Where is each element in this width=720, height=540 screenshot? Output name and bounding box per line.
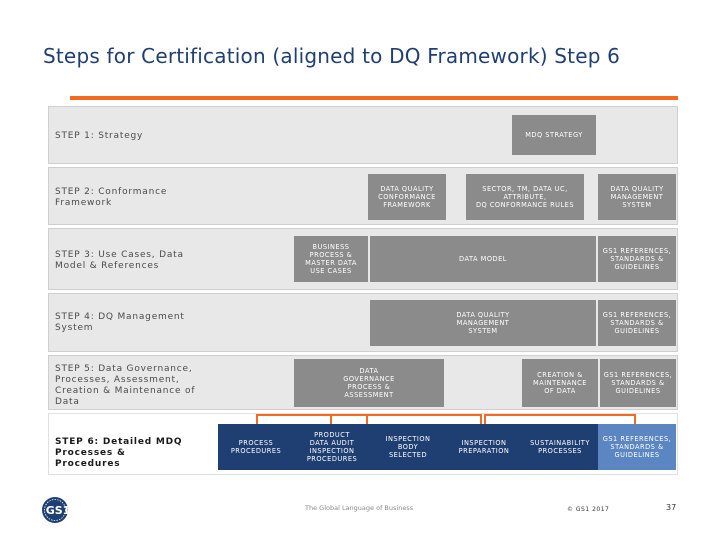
data-governance-box: DATA GOVERNANCE PROCESS & ASSESSMENT bbox=[294, 359, 444, 407]
gs1-references-box-step4: GS1 REFERENCES, STANDARDS & GUIDELINES bbox=[598, 300, 676, 346]
dq-conformance-framework-box: DATA QUALITY CONFORMANCE FRAMEWORK bbox=[368, 174, 446, 220]
step-label-5: STEP 5: Data Governance, Processes, Asse… bbox=[55, 364, 196, 407]
title-underline bbox=[70, 96, 678, 100]
connector-bracket bbox=[330, 414, 482, 426]
sector-rules-box: SECTOR, TM, DATA UC, ATTRIBUTE, DQ CONFO… bbox=[466, 174, 584, 220]
step-label-3: STEP 3: Use Cases, Data Model & Referenc… bbox=[55, 250, 184, 271]
product-data-audit-box: PRODUCT DATA AUDIT INSPECTION PROCEDURES bbox=[294, 424, 370, 470]
step-label-1: STEP 1: Strategy bbox=[55, 131, 144, 141]
step-label-6: STEP 6: Detailed MDQ Processes & Procedu… bbox=[55, 437, 183, 469]
gs1-references-box-step5: GS1 REFERENCES, STANDARDS & GUIDELINES bbox=[600, 359, 676, 407]
dq-management-system-box-step2: DATA QUALITY MANAGEMENT SYSTEM bbox=[598, 174, 676, 220]
step-label-2: STEP 2: Conformance Framework bbox=[55, 187, 168, 208]
mdq-strategy-box: MDQ STRATEGY bbox=[512, 115, 596, 155]
page-title: Steps for Certification (aligned to DQ F… bbox=[43, 44, 621, 68]
creation-maintenance-box: CREATION & MAINTENANCE OF DATA bbox=[522, 359, 598, 407]
step-label-4: STEP 4: DQ Management System bbox=[55, 312, 185, 333]
connector-bracket bbox=[256, 414, 368, 426]
gs1-logo: GS1 bbox=[40, 495, 74, 525]
inspection-body-selected-box: INSPECTION BODY SELECTED bbox=[370, 424, 446, 470]
tagline: The Global Language of Business bbox=[305, 504, 414, 512]
business-process-box: BUSINESS PROCESS & MASTER DATA USE CASES bbox=[294, 236, 368, 282]
svg-text:GS1: GS1 bbox=[46, 504, 71, 517]
page-number: 37 bbox=[666, 503, 677, 512]
data-model-box: DATA MODEL bbox=[370, 236, 596, 282]
gs1-references-box-step6: GS1 REFERENCES, STANDARDS & GUIDELINES bbox=[598, 424, 676, 470]
inspection-preparation-box: INSPECTION PREPARATION bbox=[446, 424, 522, 470]
copyright: © GS1 2017 bbox=[567, 506, 610, 513]
sustainability-processes-box: SUSTAINABILITY PROCESSES bbox=[522, 424, 598, 470]
gs1-references-box-step3: GS1 REFERENCES, STANDARDS & GUIDELINES bbox=[598, 236, 676, 282]
connector-bracket bbox=[484, 414, 636, 426]
dq-management-system-box-step4: DATA QUALITY MANAGEMENT SYSTEM bbox=[370, 300, 596, 346]
process-procedures-box: PROCESS PROCEDURES bbox=[218, 424, 294, 470]
